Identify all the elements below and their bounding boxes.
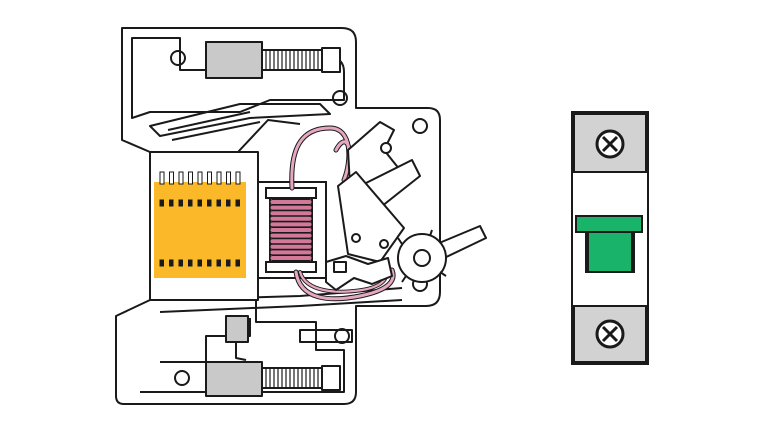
arc-chute-slot (188, 259, 193, 267)
housing-rail-top-2 (167, 111, 261, 141)
fixed-contact-block (225, 315, 249, 343)
arc-chute-slot (216, 199, 221, 207)
arc-chute-slot (197, 171, 203, 185)
coil-bottom-flange (265, 261, 317, 273)
toggle-body (587, 231, 633, 273)
housing-bottom-channel (160, 318, 251, 363)
arc-chute-slot (216, 259, 221, 267)
arc-chute-slot (235, 171, 241, 185)
arc-chute-slot (178, 171, 184, 185)
arc-chute-slot (226, 171, 231, 185)
arc-chute-slot (159, 171, 165, 185)
coil-turn (269, 204, 313, 211)
housing-rail-top (149, 103, 331, 137)
arc-chute-slot (169, 199, 174, 207)
coil-turn (269, 255, 313, 261)
coil-turn (269, 199, 313, 205)
housing-hole (334, 328, 350, 344)
housing-hole (174, 370, 190, 386)
arc-chute-slot (235, 199, 240, 207)
contact-tip (333, 261, 347, 273)
coil-turn (269, 238, 313, 245)
coil-windings (269, 199, 313, 261)
pivot-pin (380, 142, 392, 154)
toggle-rotor-hub (413, 249, 431, 267)
pivot-pin (351, 233, 361, 243)
arc-chute-slot (197, 199, 202, 207)
arc-chute-slot (178, 259, 183, 267)
top-screw-icon (595, 129, 625, 159)
coil-turn (269, 227, 313, 233)
arc-chute-slot (197, 259, 202, 267)
arc-chute-slot (216, 171, 222, 185)
top-screw-terminal (205, 41, 341, 79)
toggle-switch (575, 215, 643, 273)
coil-solenoid (257, 181, 327, 279)
arc-chute-slot (207, 259, 212, 267)
coil-turn (269, 210, 313, 217)
arc-chute-slot (235, 259, 240, 267)
coil-wire-strand-lower (294, 268, 395, 301)
coil-turn (269, 221, 313, 228)
arc-chute-slot (188, 171, 193, 185)
arc-chute-slot (207, 199, 212, 207)
arc-chute-slot (226, 199, 231, 207)
pivot-pin (379, 239, 389, 249)
coil-turn (269, 243, 313, 250)
arc-chute-slot (159, 259, 164, 267)
breaker-front-face (571, 111, 649, 365)
arc-chute-slot (188, 199, 193, 207)
trip-mechanism (325, 121, 487, 291)
arc-chute-slot (207, 171, 212, 185)
housing-hole (412, 118, 428, 134)
toggle-cap (575, 215, 643, 233)
arc-chute-slot (169, 171, 174, 185)
arc-chute-slot (169, 259, 174, 267)
coil-turn (269, 232, 313, 239)
housing-hole (170, 50, 186, 66)
arc-chute-slot (159, 199, 164, 207)
bottom-screw-terminal (205, 361, 341, 397)
housing-bottom-step (299, 329, 353, 343)
bottom-screw-icon (595, 319, 625, 349)
arc-chute-slot (226, 259, 231, 267)
coil-turn (269, 215, 313, 222)
housing-hole (332, 90, 348, 106)
coil-turn (269, 249, 313, 256)
arc-chute (154, 171, 246, 278)
fixed-contact-lead (235, 342, 247, 361)
toggle-rotor-teeth (397, 229, 447, 283)
arc-chute-slot (178, 199, 183, 207)
